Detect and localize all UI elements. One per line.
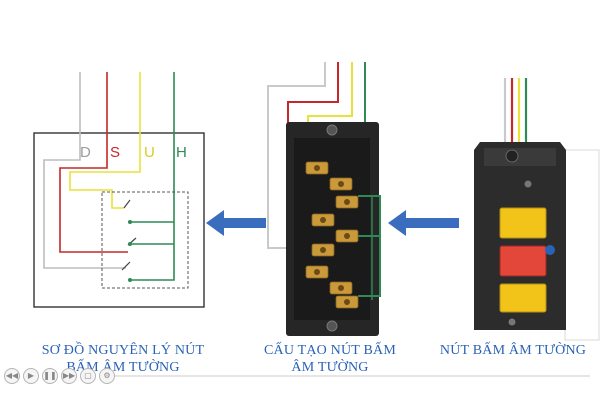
- settings-icon[interactable]: ⚙: [99, 368, 115, 384]
- schematic-frame: [33, 132, 205, 308]
- wire-yellow-u: [69, 72, 141, 209]
- node-3: [128, 278, 132, 282]
- node-2: [128, 242, 132, 246]
- caption-push-button-line-1: NÚT BẤM ÂM TƯỜNG: [439, 343, 587, 358]
- arrow-to-schematic: [206, 210, 266, 236]
- screw-top: [326, 124, 338, 136]
- button-yellow-top: [499, 207, 547, 239]
- caption-structure: CẤU TẠO NÚT BẤM ÂM TƯỜNG: [250, 342, 410, 376]
- caption-schematic-line-1: SƠ ĐỒ NGUYÊN LÝ NÚT: [41, 343, 205, 358]
- next-icon[interactable]: ▶▶: [61, 368, 77, 384]
- switch-box: [101, 191, 189, 289]
- label-s: S: [110, 144, 120, 161]
- pause-icon[interactable]: ❚❚: [42, 368, 58, 384]
- screw-bottom: [326, 320, 338, 332]
- label-d: D: [80, 144, 91, 161]
- switch-structure: [267, 62, 381, 336]
- wire-white: [267, 62, 326, 249]
- push-button-box: [474, 78, 600, 341]
- caption-push-button: NÚT BẤM ÂM TƯỜNG: [428, 342, 598, 359]
- fullscreen-icon[interactable]: ▢: [80, 368, 96, 384]
- contact-1: [123, 199, 131, 209]
- caption-structure-line-1: CẤU TẠO NÚT BẤM: [264, 343, 396, 358]
- button-yellow-bottom: [499, 283, 547, 313]
- contact-3: [121, 261, 131, 271]
- label-u: U: [144, 144, 155, 161]
- wire-green-h: [130, 72, 175, 281]
- rewind-icon[interactable]: ◀◀: [4, 368, 20, 384]
- arrow-to-structure: [388, 210, 459, 236]
- schematic-diagram: D S U H: [33, 72, 205, 308]
- play-icon[interactable]: ▶: [23, 368, 39, 384]
- button-red: [499, 245, 547, 277]
- node-1: [128, 220, 132, 224]
- player-controls: ◀◀ ▶ ❚❚ ▶▶ ▢ ⚙: [4, 368, 115, 384]
- wire-white-d: [43, 72, 108, 269]
- caption-structure-line-2: ÂM TƯỜNG: [291, 360, 369, 375]
- wire-red-s: [59, 72, 128, 253]
- label-h: H: [176, 144, 187, 161]
- green-jumper: [358, 195, 381, 297]
